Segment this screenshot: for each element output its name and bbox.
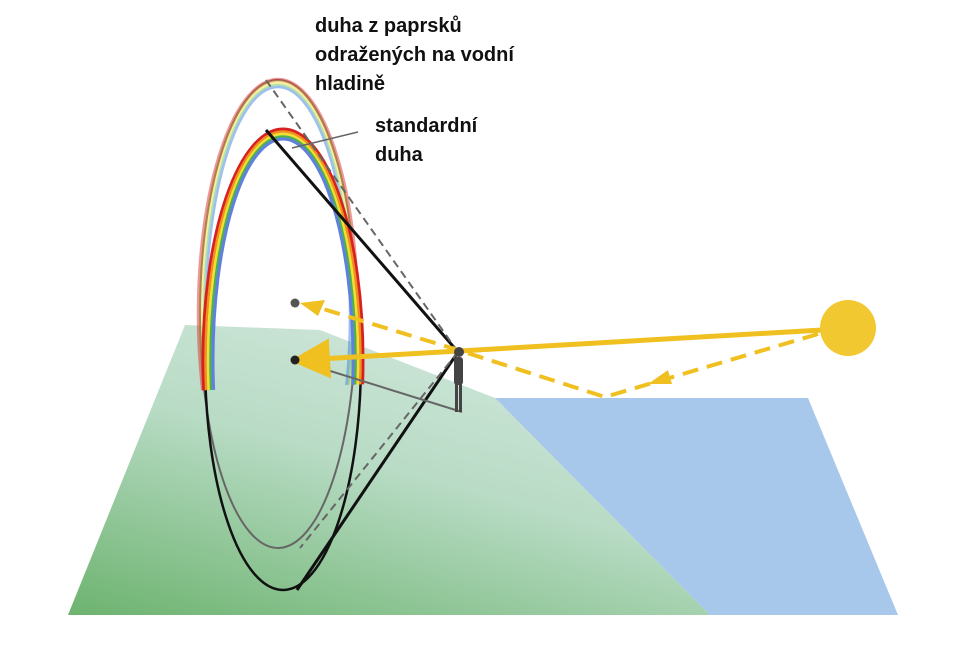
standard-cone-line-top xyxy=(264,129,460,353)
reflected-cone-line-bottom xyxy=(299,351,459,549)
standard-label-line-2: duha xyxy=(375,144,423,166)
reflected-sun-ray xyxy=(319,306,819,400)
reflected-rainbow-label: duha z paprsků odražených na vodní hladi… xyxy=(315,12,514,99)
observer-figure xyxy=(454,347,464,412)
reflected-label-line-3: hladině xyxy=(315,73,386,95)
water-surface xyxy=(495,398,898,615)
standard-label-line-1: standardní xyxy=(375,115,478,137)
reflected-antisolar-point xyxy=(290,298,300,308)
antisolar-point xyxy=(290,355,300,365)
label-leader-line xyxy=(291,131,359,149)
reflected-ray-arrow xyxy=(300,300,325,316)
standard-cone-line-bottom xyxy=(295,351,460,591)
standard-rainbow xyxy=(201,127,365,398)
standard-rainbow-label: standardní duha xyxy=(375,112,477,170)
sun xyxy=(820,300,876,356)
ground xyxy=(68,325,710,615)
reflected-label-line-2: odražených na vodní xyxy=(315,44,514,66)
reflected-cone-line-top xyxy=(265,79,459,353)
reflected-label-line-1: duha z paprsků xyxy=(315,15,462,37)
direct-sun-ray xyxy=(290,327,823,379)
reflected-ray-arrow-lower xyxy=(648,370,672,384)
